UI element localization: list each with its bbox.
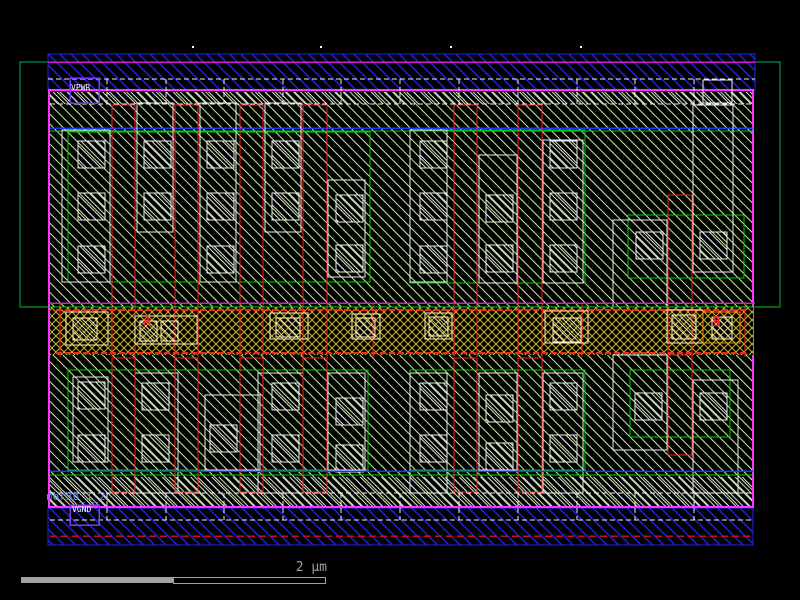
scale-bar-filled-segment [21,577,173,583]
scale-bar-outline-segment [173,577,326,584]
instance-name-label: nor3b_1_2 [46,490,106,503]
layout-shapes [19,46,781,546]
port-a-label: A [143,314,151,329]
port-b-label: B [713,315,721,330]
scale-bar-label: 2 µm [295,560,327,575]
vgnd-net-label: VGND [72,505,92,514]
vpwr-net-label: VPWR [71,83,91,92]
